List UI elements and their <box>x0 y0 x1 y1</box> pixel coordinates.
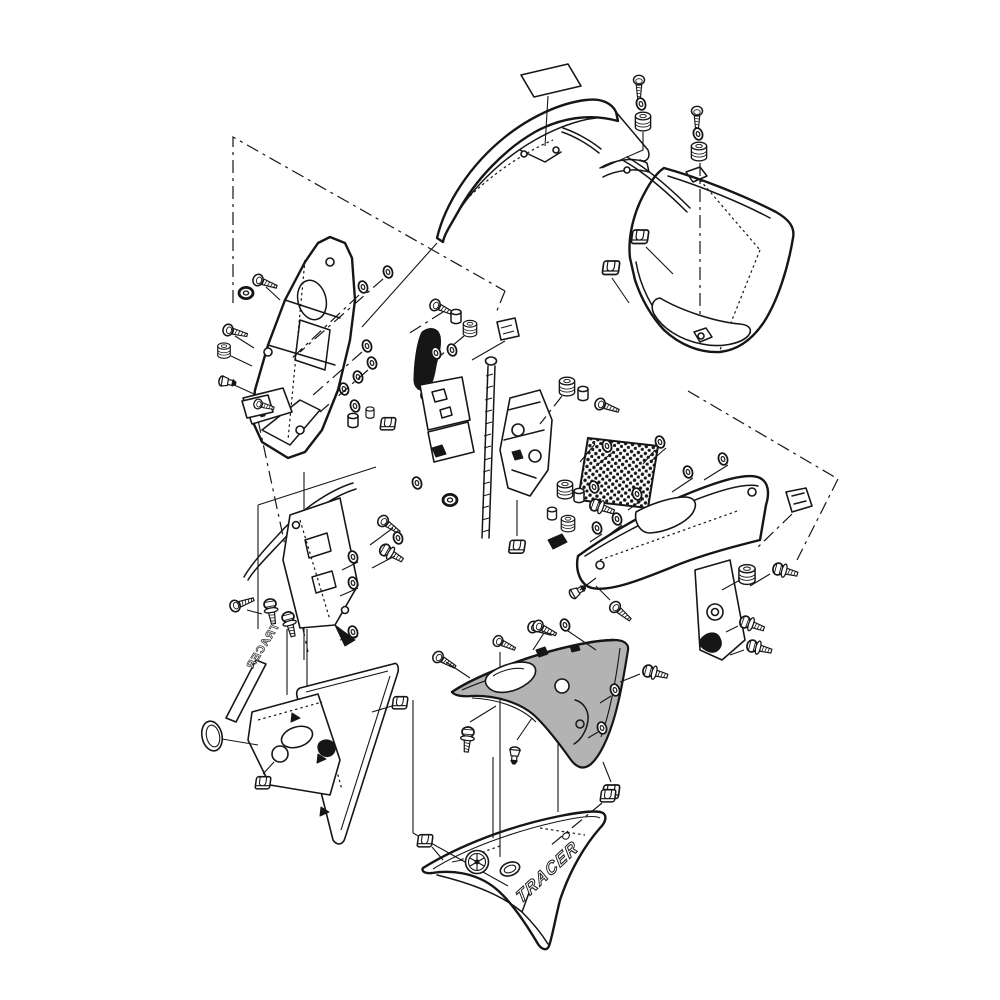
stay-lower-fasteners <box>227 475 424 641</box>
stay-upper-fasteners <box>217 264 520 431</box>
fairing-stay-lower <box>241 394 359 647</box>
side-panel-left <box>247 662 409 845</box>
side-cowl-right <box>601 166 795 354</box>
center-fasteners <box>441 376 730 543</box>
trim-molding-b <box>623 156 691 213</box>
side-cowl-selected-fasteners <box>430 617 670 800</box>
graphic-sheet <box>520 63 582 147</box>
center-bracket <box>419 376 553 554</box>
long-bolt <box>481 356 498 539</box>
fastener-stack-left <box>601 74 652 169</box>
fairing-stay-upper <box>242 235 357 460</box>
trim-molding-a <box>561 127 602 154</box>
under-cowl-tracer: TRACER <box>416 788 617 951</box>
side-cowl-selected <box>450 638 630 769</box>
windshield-upper-cowl <box>435 98 650 244</box>
inner-panel-right <box>547 474 813 661</box>
round-emblem <box>200 720 259 752</box>
inner-panel-fasteners <box>525 560 800 659</box>
wheel-badge <box>451 849 490 875</box>
mesh-grille <box>576 436 660 510</box>
fastener-stack-right <box>690 105 708 330</box>
